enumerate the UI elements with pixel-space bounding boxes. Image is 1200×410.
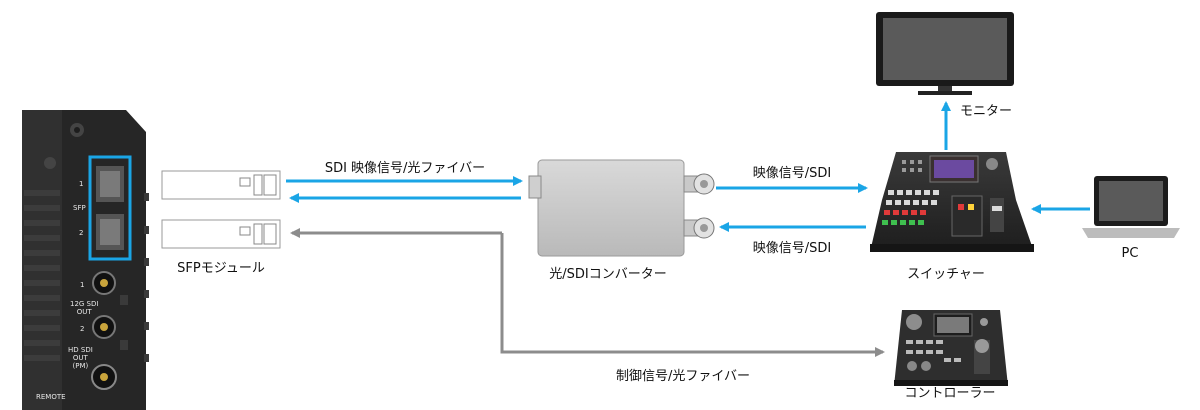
camera-label-sfp: SFP: [73, 204, 86, 212]
converter-box: [528, 159, 715, 257]
label-converter-to-switcher: 映像信号/SDI: [752, 166, 832, 181]
controller-device: [894, 310, 1008, 386]
camera-label-out2: 2: [80, 325, 85, 333]
camera-label-remote: REMOTE: [36, 393, 66, 401]
label-monitor: モニター: [960, 104, 1013, 119]
camera-label-sfp2: 2: [79, 229, 84, 237]
switcher-console: [870, 152, 1034, 252]
label-sfp-to-converter: SDI 映像信号/光ファイバー: [324, 161, 486, 176]
label-converter: 光/SDIコンバーター: [549, 267, 667, 282]
camera-label-sfp1: 1: [79, 180, 84, 188]
label-controller: コントローラー: [904, 386, 996, 401]
camera-body: [22, 110, 149, 410]
label-control: 制御信号/光ファイバー: [615, 369, 751, 384]
monitor: [876, 12, 1014, 95]
camera-label-out1: 1: [80, 281, 85, 289]
arrow-control-line: [500, 233, 885, 357]
sfp-module-bottom: [161, 219, 281, 249]
camera-label-hd: HD SDI OUT (PM): [68, 346, 93, 370]
label-pc: PC: [1121, 246, 1139, 261]
sfp-module-top: [161, 170, 281, 200]
label-switcher: スイッチャー: [907, 267, 985, 282]
label-switcher-to-converter: 映像信号/SDI: [752, 241, 832, 256]
laptop: [1082, 176, 1180, 238]
label-sfp-module: SFPモジュール: [177, 261, 265, 276]
camera-label-12g: 12G SDI OUT: [70, 300, 99, 316]
